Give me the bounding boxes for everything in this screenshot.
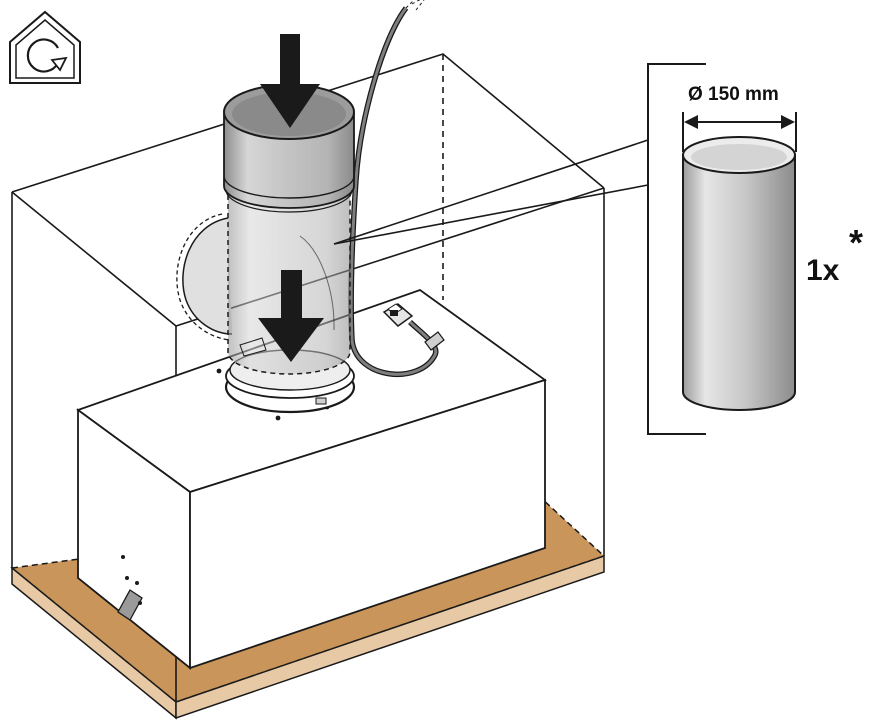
diameter-label: Ø 150 mm — [688, 84, 779, 105]
asterisk-label: * — [849, 222, 863, 263]
quantity-label: 1x — [806, 254, 840, 287]
backflow-flap — [176, 213, 233, 341]
down-arrow-icon — [260, 34, 320, 128]
power-cable — [348, 0, 445, 378]
diameter-dimension — [682, 112, 797, 152]
hood-switch — [117, 555, 143, 621]
detail-bracket — [647, 63, 706, 435]
duct-detail-tube — [682, 136, 796, 411]
power-connector — [382, 303, 414, 327]
callout-lines — [333, 139, 649, 245]
down-arrow-icon — [258, 270, 324, 362]
house-recirculation-icon — [9, 10, 81, 84]
